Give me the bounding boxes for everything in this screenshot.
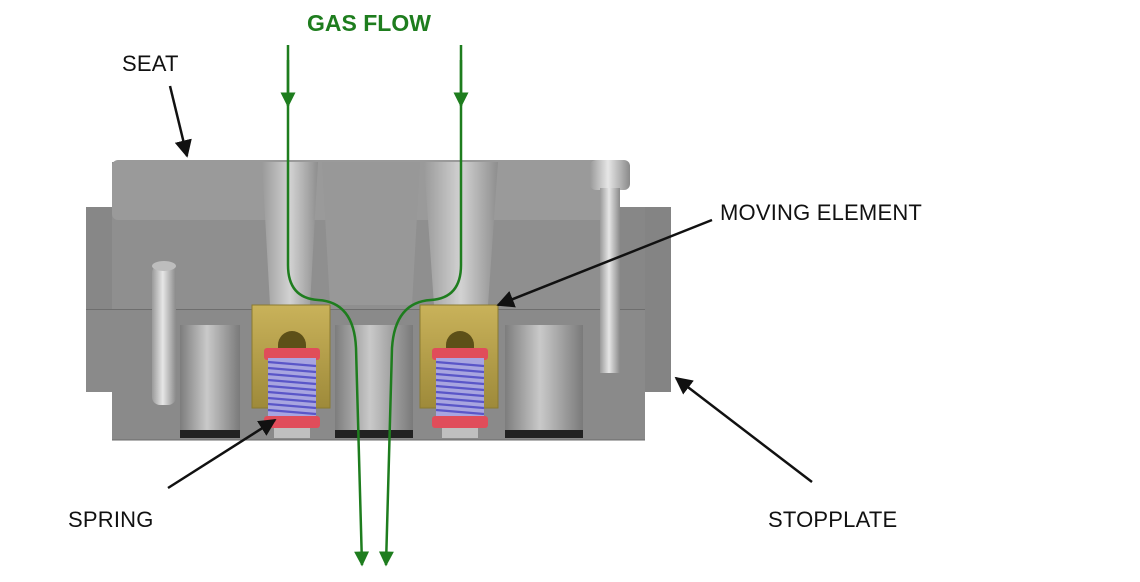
stopplate-leader-arrow: [674, 376, 813, 483]
moving-element-label: MOVING ELEMENT: [720, 200, 923, 225]
stopplate-plate: [86, 207, 671, 441]
spring-left: [264, 348, 320, 438]
moving-element-leader-arrow: [496, 218, 713, 308]
seat-leader-arrow: [168, 85, 192, 158]
guide-pin-left: [152, 261, 176, 405]
gas-flow-path-left: [280, 45, 370, 567]
spring-right: [432, 348, 488, 438]
seat-plate: [86, 160, 645, 311]
spring-label: SPRING: [68, 507, 154, 532]
gas-flow-title: GAS FLOW: [307, 10, 431, 36]
seat-label: SEAT: [122, 51, 179, 76]
stopplate-label: STOPPLATE: [768, 507, 898, 532]
gas-flow-path-right: [378, 45, 469, 567]
spring-leader-arrow: [167, 418, 277, 490]
guide-pin-right: [590, 160, 630, 373]
